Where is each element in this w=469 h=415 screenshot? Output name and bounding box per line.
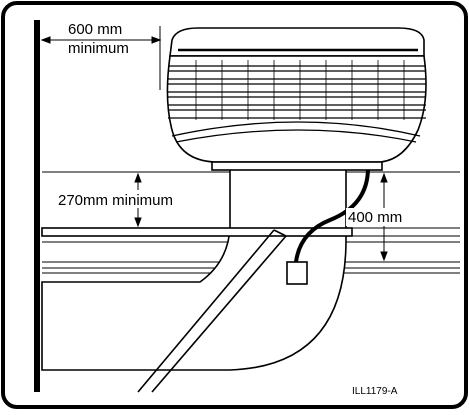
- power-plug: [286, 261, 308, 285]
- roof-beam: [41, 227, 353, 237]
- cooler-louvres: [168, 65, 426, 143]
- cooler-body: [166, 55, 427, 163]
- duct: [41, 168, 347, 371]
- dimension-600mm: [40, 26, 162, 90]
- reference-code: ILL1179-A: [352, 386, 398, 397]
- wall-clearance-label-line1: 600 mm: [68, 21, 122, 38]
- cooler-lid: [169, 27, 425, 57]
- diagram-frame: [1, 1, 468, 409]
- drop-height-label: 400 mm: [348, 209, 402, 226]
- wall-clearance-label-line2: minimum: [68, 40, 129, 57]
- diagonal-strut: [137, 229, 287, 393]
- duct-clearance-label: 270mm minimum: [58, 192, 173, 209]
- cooler-unit: [166, 27, 427, 171]
- electrical-cable: [294, 167, 370, 263]
- cooler-base: [211, 161, 383, 171]
